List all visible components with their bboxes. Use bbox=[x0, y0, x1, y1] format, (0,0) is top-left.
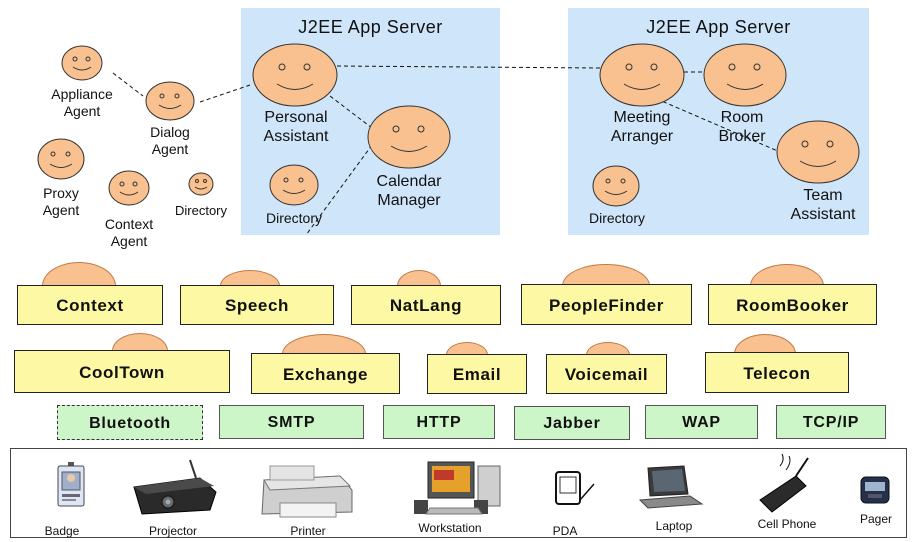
protocol-bluetooth: Bluetooth bbox=[57, 405, 203, 440]
face-directory-left bbox=[188, 172, 214, 196]
device-label-pda: PDA bbox=[552, 524, 578, 538]
service-context: Context bbox=[17, 285, 163, 325]
service-cooltown: CoolTown bbox=[14, 350, 230, 393]
label-room-broker-text: Room Broker bbox=[718, 109, 766, 145]
protocol-tcpip: TCP/IP bbox=[776, 405, 886, 439]
label-context-agent-text: Context Agent bbox=[104, 216, 154, 249]
label-appliance-agent: Appliance Agent bbox=[51, 86, 113, 120]
face-appliance-agent bbox=[61, 45, 103, 81]
label-calendar-manager: Calendar Manager bbox=[377, 172, 442, 210]
label-directory-server1-text: Directory bbox=[265, 210, 323, 226]
service-roombooker: RoomBooker bbox=[708, 284, 877, 325]
label-proxy-agent-text: Proxy Agent bbox=[42, 185, 80, 218]
service-email: Email bbox=[427, 354, 527, 394]
device-label-laptop: Laptop bbox=[655, 519, 693, 533]
face-dialog-agent bbox=[145, 81, 195, 121]
label-personal-assistant: Personal Assistant bbox=[264, 108, 329, 146]
service-exchange: Exchange bbox=[251, 353, 400, 394]
label-team-assistant: Team Assistant bbox=[791, 186, 856, 224]
label-directory-left: Directory bbox=[175, 203, 227, 219]
dome-telecon bbox=[734, 334, 796, 354]
label-directory-server2-text: Directory bbox=[588, 210, 646, 226]
link-appliance-dialog bbox=[112, 72, 144, 97]
protocol-smtp: SMTP bbox=[219, 405, 364, 439]
dome-speech bbox=[220, 270, 280, 286]
dome-roombooker bbox=[750, 264, 824, 286]
dome-exchange bbox=[282, 334, 366, 354]
label-directory-left-text: Directory bbox=[174, 203, 228, 218]
app-server-1-title: J2EE App Server bbox=[298, 17, 443, 37]
label-appliance-agent-text: Appliance Agent bbox=[51, 86, 113, 119]
label-dialog-agent-text: Dialog Agent bbox=[150, 124, 190, 157]
label-context-agent: Context Agent bbox=[105, 216, 153, 250]
device-label-cell-phone: Cell Phone bbox=[757, 517, 817, 531]
protocol-jabber: Jabber bbox=[514, 406, 630, 440]
face-context-agent bbox=[108, 170, 150, 206]
service-peoplefinder: PeopleFinder bbox=[521, 284, 692, 325]
dome-context bbox=[42, 262, 116, 286]
label-directory-server2: Directory bbox=[589, 210, 645, 227]
device-label-workstation: Workstation bbox=[418, 521, 482, 535]
app-server-2-title: J2EE App Server bbox=[646, 17, 791, 37]
device-label-badge: Badge bbox=[44, 524, 80, 538]
device-label-pager: Pager bbox=[859, 512, 893, 526]
protocol-http: HTTP bbox=[383, 405, 495, 439]
label-personal-assistant-text: Personal Assistant bbox=[263, 109, 329, 145]
face-proxy-agent bbox=[37, 138, 85, 180]
service-voicemail: Voicemail bbox=[546, 354, 667, 394]
label-team-assistant-text: Team Assistant bbox=[790, 187, 856, 223]
label-dialog-agent: Dialog Agent bbox=[150, 124, 190, 158]
dome-natlang bbox=[397, 270, 441, 286]
service-natlang: NatLang bbox=[351, 285, 501, 325]
label-directory-server1: Directory bbox=[266, 210, 322, 227]
label-meeting-arranger: Meeting Arranger bbox=[611, 108, 673, 146]
dome-cooltown bbox=[112, 333, 168, 351]
dome-peoplefinder bbox=[562, 264, 650, 286]
service-telecon: Telecon bbox=[705, 352, 849, 393]
label-calendar-manager-text: Calendar Manager bbox=[376, 173, 442, 209]
service-speech: Speech bbox=[180, 285, 334, 325]
device-label-projector: Projector bbox=[148, 524, 198, 538]
label-meeting-arranger-text: Meeting Arranger bbox=[610, 109, 674, 145]
label-proxy-agent: Proxy Agent bbox=[43, 185, 80, 219]
label-room-broker: Room Broker bbox=[718, 108, 765, 146]
device-label-printer: Printer bbox=[290, 524, 326, 538]
protocol-wap: WAP bbox=[645, 405, 758, 439]
